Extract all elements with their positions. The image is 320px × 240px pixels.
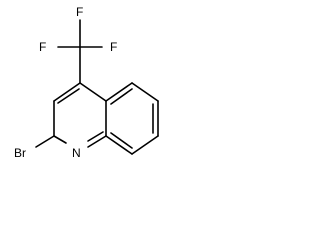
atom-label-f-left: F [39,40,46,54]
bond-c8-c8a [105,135,133,155]
bond-c4-c3-double [57,88,80,104]
chemical-structure: F F F Br N [0,0,191,176]
atom-label-f-right: F [110,40,117,54]
bond-c4-c3 [53,82,81,102]
bond-n1-c8a-double [87,131,104,142]
bond-c4a-c5-double [110,88,133,105]
bond-c7-c8 [131,135,159,155]
atom-label-f-top: F [76,5,83,19]
bond-c8-c8a-double [110,132,133,149]
bond-n1-c8a [87,135,107,148]
bond-c2-n1 [53,135,67,144]
bond-c5-c6 [131,82,159,102]
atom-label-nitrogen: N [72,146,81,160]
molecule-drawing: F F F Br N [14,5,159,160]
bond-c4a-c4 [79,82,107,102]
atom-label-bromine: Br [14,146,26,160]
bond-c2-br [35,135,55,148]
bond-c4a-c5 [105,82,133,102]
